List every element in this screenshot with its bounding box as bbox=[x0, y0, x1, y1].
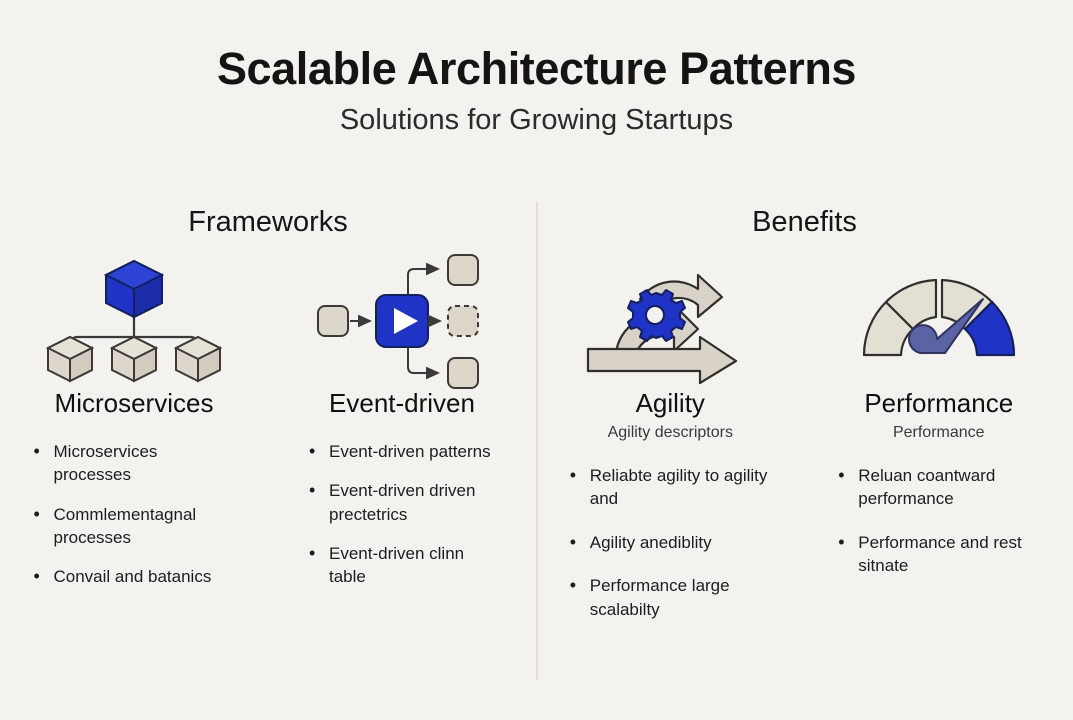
content-board: Frameworks bbox=[0, 190, 1073, 720]
agility-cycle-gear-icon bbox=[580, 255, 760, 385]
card-title-agility: Agility bbox=[635, 388, 705, 418]
section-heading-benefits: Benefits bbox=[752, 206, 857, 238]
list-item: Performance large scalabilty bbox=[568, 573, 773, 621]
card-title-microservices: Microservices bbox=[54, 388, 214, 418]
list-item: Event-driven clinn table bbox=[307, 541, 497, 589]
list-item: Reliabte agility to agility and bbox=[568, 463, 773, 511]
card-title-performance: Performance bbox=[864, 388, 1014, 418]
bullet-list-event-driven: Event-driven patterns Event-driven drive… bbox=[307, 439, 497, 605]
card-microservices[interactable]: Microservices Microservices processes Co… bbox=[0, 255, 268, 605]
card-performance[interactable]: Performance Performance Reluan coantward… bbox=[805, 255, 1073, 641]
list-item: Commlementagnal processes bbox=[32, 502, 237, 550]
list-item: Event-driven driven prectetrics bbox=[307, 478, 497, 526]
section-frameworks: Frameworks bbox=[0, 190, 536, 720]
card-agility[interactable]: Agility Agility descriptors Reliabte agi… bbox=[536, 255, 805, 641]
header: Scalable Architecture Patterns Solutions… bbox=[0, 0, 1073, 138]
card-event-driven[interactable]: Event-driven Event-driven patterns Event… bbox=[268, 254, 536, 605]
list-item: Event-driven patterns bbox=[307, 439, 497, 464]
card-subtitle-performance: Performance bbox=[892, 423, 985, 441]
bullet-list-agility: Reliabte agility to agility and Agility … bbox=[568, 463, 773, 641]
section-divider bbox=[536, 202, 538, 680]
list-item: Convail and batanics bbox=[32, 564, 237, 589]
section-benefits: Benefits bbox=[536, 190, 1073, 720]
bullet-list-performance: Reluan coantward performance Performance… bbox=[836, 463, 1041, 598]
page-title: Scalable Architecture Patterns bbox=[216, 43, 857, 94]
card-title-event-driven: Event-driven bbox=[329, 388, 475, 418]
bullet-list-microservices: Microservices processes Commlementagnal … bbox=[32, 439, 237, 605]
card-subtitle-agility: Agility descriptors bbox=[607, 423, 733, 441]
list-item: Performance and rest sitnate bbox=[836, 530, 1041, 578]
list-item: Agility anediblity bbox=[568, 530, 773, 555]
microservices-hierarchy-icon bbox=[44, 255, 224, 385]
page-subtitle: Solutions for Growing Startups bbox=[339, 104, 734, 137]
list-item: Microservices processes bbox=[32, 439, 237, 487]
list-item: Reluan coantward performance bbox=[836, 463, 1041, 511]
section-heading-frameworks: Frameworks bbox=[188, 206, 348, 238]
event-driven-flow-icon bbox=[312, 254, 492, 389]
performance-gauge-icon bbox=[849, 255, 1029, 385]
